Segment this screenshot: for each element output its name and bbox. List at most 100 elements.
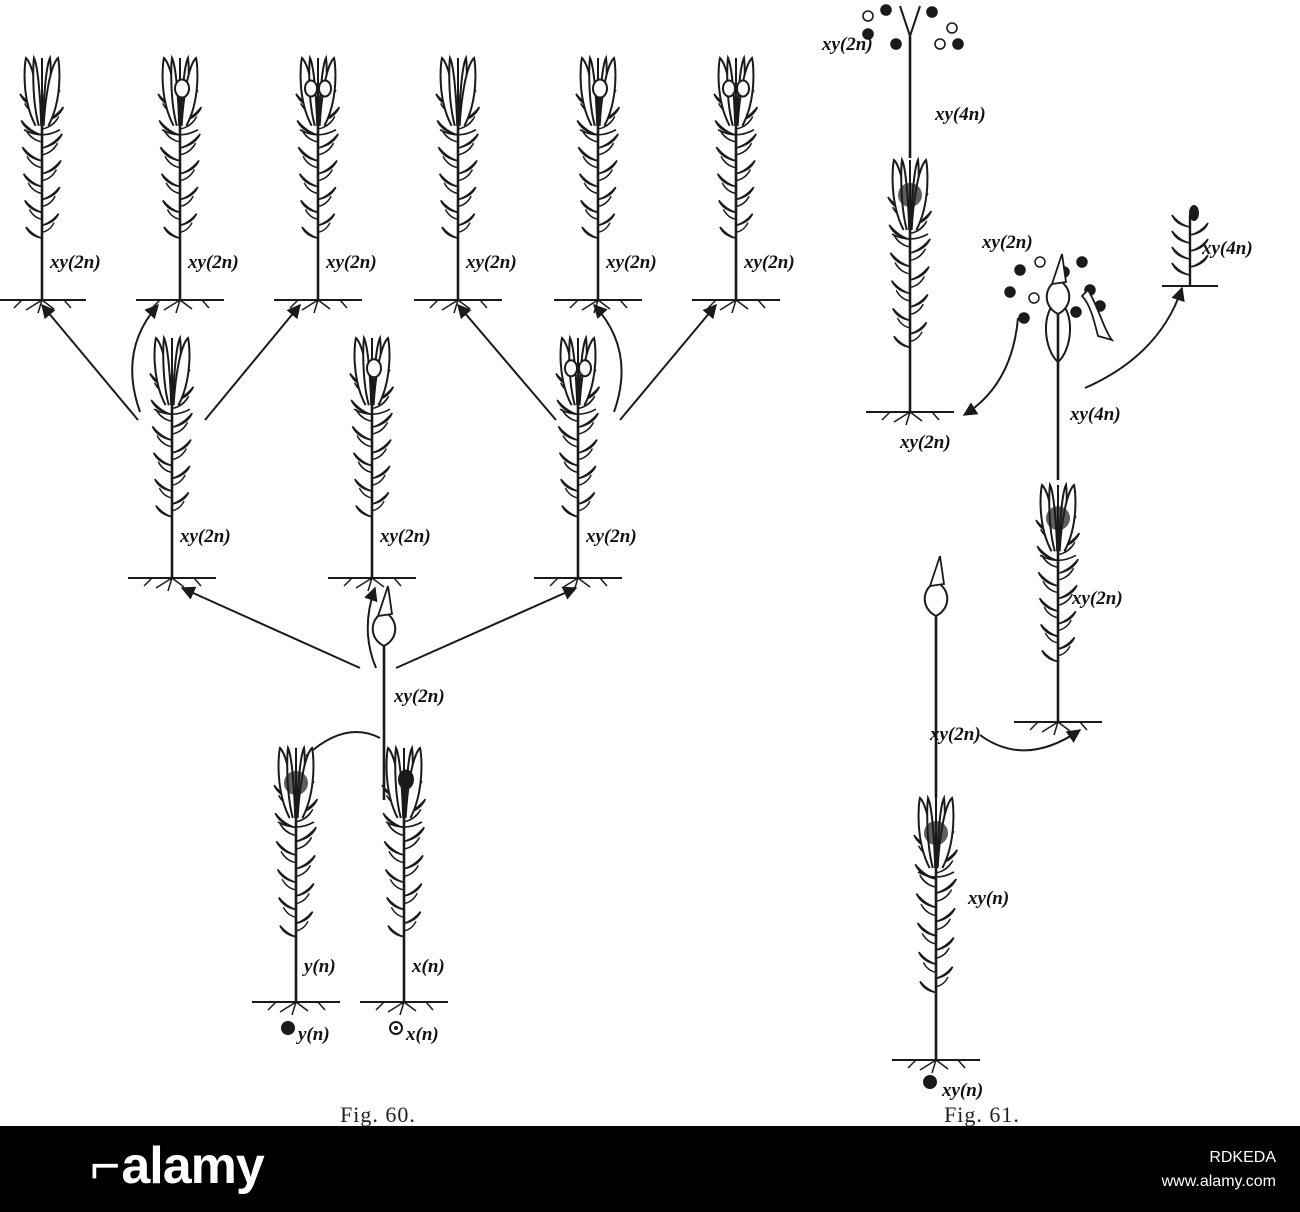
head-leaf — [448, 54, 459, 127]
fig61-arrows — [962, 286, 1185, 752]
leaf — [179, 213, 198, 227]
spore-icon — [1070, 306, 1082, 318]
archegonium-icon — [578, 359, 592, 378]
leaf — [163, 226, 181, 240]
leaf — [371, 500, 385, 512]
stock-id-site: www.alamy.com — [1161, 1173, 1276, 1190]
leaf — [556, 399, 579, 416]
leaf — [297, 146, 319, 162]
leaf — [894, 262, 911, 275]
plant-p61-leafy-left — [866, 156, 954, 426]
head-collar — [161, 129, 199, 136]
leaf — [41, 116, 60, 130]
leaf — [403, 826, 425, 843]
leaf — [438, 173, 459, 188]
leaf — [440, 199, 459, 214]
leaf — [1057, 619, 1072, 632]
head-collar — [277, 821, 315, 828]
spore-icon — [281, 1021, 295, 1035]
leaf — [1171, 246, 1191, 260]
spore-icon — [1034, 256, 1046, 268]
leaf — [160, 173, 181, 188]
leaf — [389, 878, 405, 891]
leaf — [597, 169, 614, 182]
leaf — [1171, 230, 1191, 244]
antheridia-cluster — [284, 771, 308, 795]
label-p60-top-4: xy(2n) — [465, 252, 517, 273]
leaf — [890, 280, 911, 295]
head-leaf — [458, 56, 477, 127]
leaf — [403, 911, 422, 925]
leaf — [714, 119, 737, 136]
rhizoids — [13, 299, 72, 314]
leaf — [383, 840, 405, 856]
leaf — [171, 395, 190, 410]
head-collar — [23, 129, 61, 136]
leaf — [457, 133, 479, 149]
leaf — [935, 889, 953, 903]
leaf — [577, 395, 596, 410]
spore-label-p61-top: xy(2n) — [821, 34, 873, 55]
leaf — [171, 439, 192, 454]
leaf — [298, 173, 319, 188]
label-p60-mid-2: xy(2n) — [379, 526, 431, 547]
leaf — [317, 213, 336, 227]
rhizoids — [151, 299, 210, 314]
leaf — [444, 209, 459, 221]
leaf — [935, 966, 954, 980]
leaf — [155, 408, 173, 423]
leaf — [935, 918, 952, 931]
leaf — [387, 925, 405, 938]
leaf — [1057, 610, 1077, 625]
label-p60-top-1: xy(2n) — [49, 252, 101, 273]
leaf — [295, 920, 309, 932]
leaf — [735, 213, 754, 227]
archegonium-icon — [318, 79, 332, 98]
leaf — [577, 448, 594, 461]
leaf — [317, 186, 337, 201]
leaf — [403, 882, 423, 897]
leaf — [909, 220, 928, 235]
leaf — [295, 892, 310, 905]
leaf — [156, 435, 173, 448]
leaf — [935, 878, 957, 894]
leaf — [28, 209, 43, 221]
leaf — [577, 474, 592, 486]
leaf — [27, 182, 43, 195]
calyptra-icon — [928, 555, 946, 588]
leaf — [317, 169, 334, 182]
leaf — [1042, 580, 1059, 594]
leaf — [371, 439, 392, 454]
plant-p61-leafy-bottom — [892, 794, 980, 1089]
leaf — [597, 142, 615, 156]
leaf — [301, 226, 319, 240]
leaf — [597, 159, 618, 175]
leaf — [152, 452, 173, 467]
spore-nucleus — [394, 1026, 398, 1030]
plant-p60-top-6 — [692, 54, 780, 314]
leaf — [721, 182, 737, 195]
leaf — [355, 505, 373, 518]
leaf — [441, 226, 459, 240]
spore-icon — [926, 6, 938, 18]
leaf — [563, 461, 579, 474]
leaf — [179, 186, 199, 201]
arrow-fertilization — [305, 731, 381, 757]
leaf — [920, 903, 937, 917]
plant-p61-top — [862, 4, 964, 158]
label-p60-mid-3: xy(2n) — [585, 526, 637, 547]
leaf — [41, 186, 61, 201]
label-p60-mid-1: xy(2n) — [179, 526, 231, 547]
leaf — [935, 907, 956, 923]
leaf — [1040, 623, 1059, 638]
spore-icon — [952, 38, 964, 50]
leaf — [720, 155, 737, 169]
leaf — [909, 238, 931, 254]
leaf — [583, 182, 599, 195]
plant-p60-top-2 — [136, 54, 224, 314]
leaf — [278, 897, 297, 911]
head-leaf — [32, 54, 43, 127]
rhizoids — [375, 1001, 434, 1016]
leaf — [158, 119, 181, 136]
leaf — [358, 487, 373, 499]
